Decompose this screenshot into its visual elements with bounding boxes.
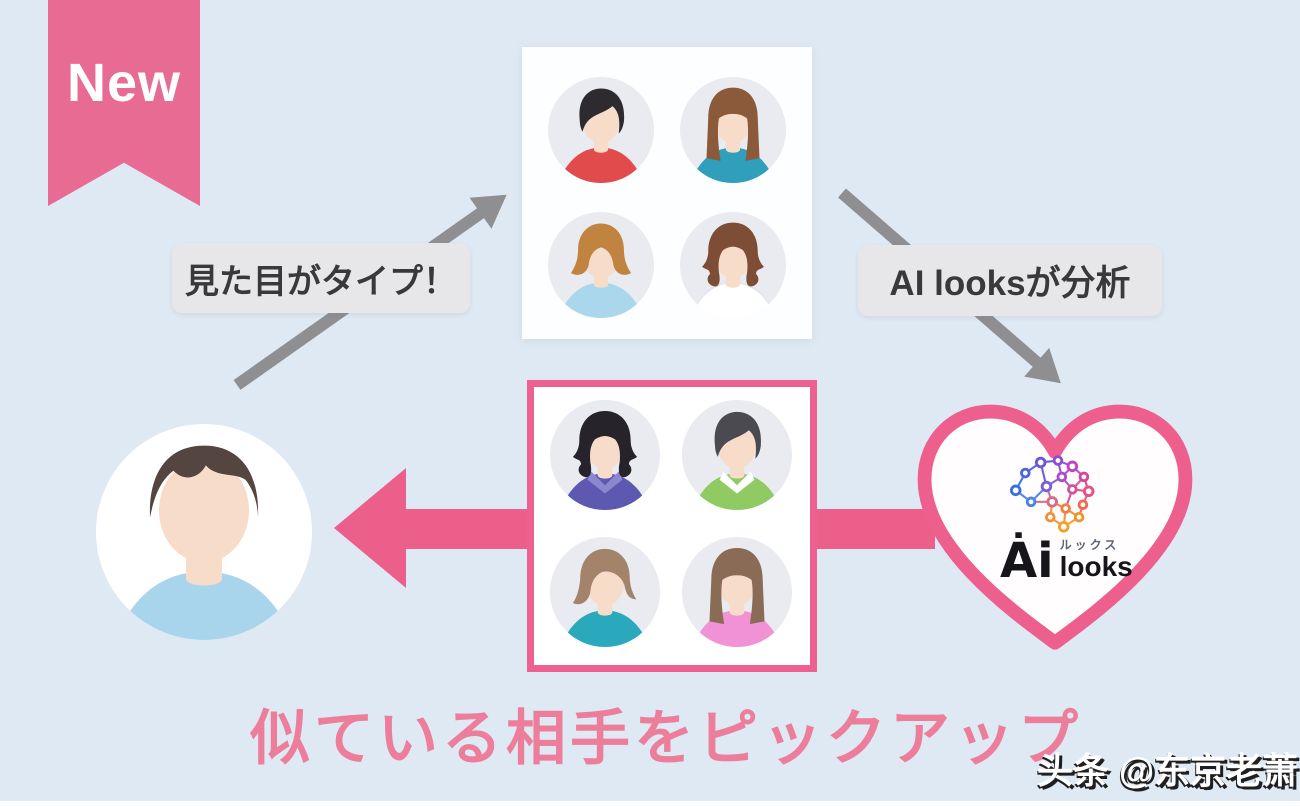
avatar-woman-green: [682, 400, 792, 510]
new-badge: New: [48, 0, 200, 206]
ai-looks-logo: Ȧi ルックス looks: [1000, 532, 1133, 589]
ai-network-brain-icon: [1009, 455, 1095, 533]
user-avatar: [96, 424, 312, 640]
watermark: 头条 @东京老萧: [1036, 750, 1298, 791]
picked-profiles-card: [527, 380, 817, 672]
headline: 似ている相手をピックアップ: [250, 705, 1082, 772]
new-badge-label: New: [66, 53, 182, 113]
avatar-woman-teal: [680, 77, 786, 183]
logo-mark: Ȧi: [1000, 532, 1054, 589]
arrowhead-icon: [469, 179, 518, 229]
callout-analyze-label: AI looksが分析: [858, 245, 1162, 316]
avatar-woman-lightblue: [548, 212, 654, 318]
avatar-woman-white: [680, 212, 786, 318]
logo-ruby: ルックス: [1059, 538, 1120, 552]
logo-word: looks: [1059, 551, 1133, 582]
ai-looks-heart: Ȧi ルックス looks: [900, 384, 1210, 664]
avatar-woman-red: [548, 77, 654, 183]
bottom-edge-strip: [0, 801, 1300, 806]
avatar-woman-pink: [682, 537, 792, 647]
liked-profiles-card: [522, 47, 812, 339]
avatar-woman-purple: [550, 400, 660, 510]
callout-type-label: 見た目がタイプ！: [172, 243, 470, 313]
avatar-woman-teal2: [550, 537, 660, 647]
heart-shape-icon: [917, 404, 1193, 650]
arrow-ai-to-user-head-icon: [334, 468, 406, 588]
